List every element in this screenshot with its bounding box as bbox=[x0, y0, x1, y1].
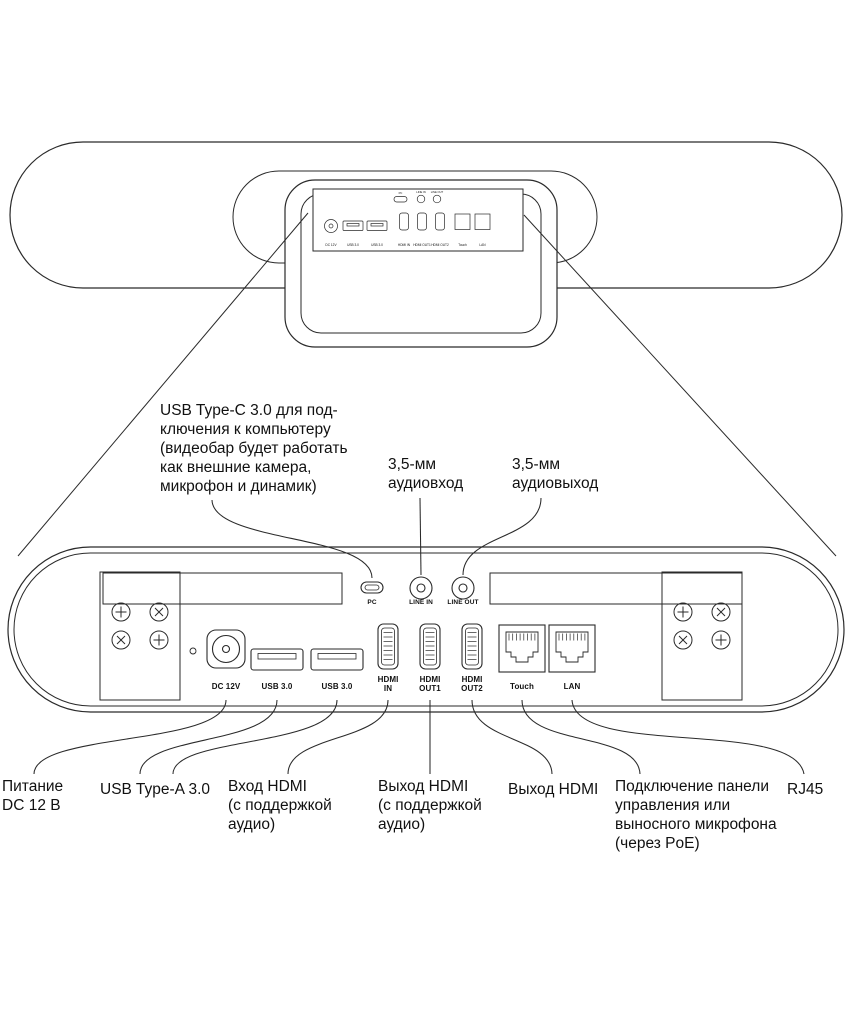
label-hdmi-out2: HDMI OUT2 bbox=[461, 675, 483, 694]
rear-panel bbox=[7, 546, 845, 713]
leader-dc bbox=[33, 699, 227, 775]
zoom-line-left bbox=[17, 212, 309, 557]
videobar-top-view bbox=[9, 141, 843, 348]
label-line-in: LINE IN bbox=[409, 599, 433, 606]
mini-ports bbox=[324, 194, 491, 233]
screw-phillips-icon bbox=[149, 630, 169, 650]
mini-port-panel bbox=[312, 188, 524, 252]
callout-usb-a: USB Type-A 3.0 bbox=[100, 781, 210, 798]
label-hdmi-out1: HDMI OUT1 bbox=[419, 675, 441, 694]
zoom-lines bbox=[17, 212, 837, 557]
mini-hdmi-in-icon bbox=[399, 212, 409, 231]
screws bbox=[111, 602, 731, 650]
callout-audio-out: 3,5-мм аудиовыход bbox=[512, 456, 599, 492]
mini-hdmi-out2-icon bbox=[435, 212, 445, 231]
screw-cross-icon bbox=[711, 602, 731, 622]
screw-phillips-icon bbox=[673, 602, 693, 622]
mini-label-lan: LAN bbox=[479, 243, 486, 247]
mini-port-labels: PC LINE IN LINE OUT DC 12V USB 3.0 USB 3… bbox=[325, 190, 486, 247]
leader-lines-top bbox=[211, 497, 542, 579]
rear-panel-inner-outline bbox=[13, 552, 839, 707]
screw-cross-icon bbox=[149, 602, 169, 622]
callout-hdmi-out2: Выход HDMI bbox=[508, 781, 599, 798]
mini-line-in-icon bbox=[416, 194, 426, 204]
label-line-out: LINE OUT bbox=[447, 599, 479, 606]
mini-usb-a-1-tongue bbox=[346, 223, 360, 227]
mini-label-line-out: LINE OUT bbox=[431, 190, 444, 194]
label-dc: DC 12V bbox=[211, 682, 241, 691]
left-screw-plate bbox=[99, 571, 181, 701]
screw-cross-icon bbox=[673, 630, 693, 650]
dc-power-jack bbox=[206, 629, 246, 669]
screw-phillips-icon bbox=[111, 602, 131, 622]
screw-phillips-icon bbox=[711, 630, 731, 650]
label-pc: PC bbox=[367, 599, 377, 606]
callout-rj45: RJ45 bbox=[787, 781, 824, 798]
mini-label-hdmi-in: HDMI IN bbox=[398, 243, 411, 247]
leader-hdmi-out2 bbox=[471, 699, 553, 775]
mini-dc-pin-icon bbox=[328, 223, 334, 229]
mini-hdmi-out1-icon bbox=[417, 212, 427, 231]
callout-power: Питание DC 12 В bbox=[2, 778, 64, 814]
leader-line-out bbox=[462, 497, 542, 576]
callout-audio-in: 3,5-мм аудиовход bbox=[388, 456, 464, 492]
mini-label-hdmi-out1: HDMI OUT1 bbox=[413, 243, 431, 247]
leader-hdmi-in bbox=[287, 699, 389, 775]
leader-touch bbox=[521, 699, 641, 775]
mini-usb-c-icon bbox=[393, 196, 408, 203]
callout-touch: Подключение панели управления или выносн… bbox=[615, 778, 777, 852]
mini-label-touch: Touch bbox=[458, 243, 467, 247]
led-indicator bbox=[189, 647, 197, 655]
label-hdmi-in: HDMI IN bbox=[377, 675, 399, 694]
usb-c-pc-port bbox=[360, 581, 384, 594]
hdmi-out1-port bbox=[419, 623, 441, 670]
mini-label-line-in: LINE IN bbox=[416, 190, 425, 194]
rear-panel-outer-outline bbox=[7, 546, 845, 713]
mini-dc-jack-icon bbox=[324, 219, 338, 233]
usb-a-port-1 bbox=[250, 648, 304, 671]
mini-usb-a-1-icon bbox=[342, 220, 364, 231]
callout-hdmi-in: Вход HDMI (с поддержкой аудио) bbox=[228, 778, 332, 833]
leader-lan bbox=[571, 699, 805, 775]
leader-line-in bbox=[419, 497, 422, 576]
leader-usb-c bbox=[211, 499, 373, 579]
label-usb-1: USB 3.0 bbox=[261, 682, 293, 691]
mini-label-usb2: USB 3.0 bbox=[371, 243, 383, 247]
leader-lines-bottom bbox=[33, 699, 805, 775]
line-in-jack bbox=[409, 576, 433, 600]
rj45-touch-port bbox=[498, 624, 546, 673]
line-out-jack bbox=[451, 576, 475, 600]
right-screw-plate bbox=[661, 571, 743, 701]
screw-cross-icon bbox=[111, 630, 131, 650]
zoom-line-right bbox=[523, 214, 837, 557]
mini-label-dc: DC 12V bbox=[325, 243, 337, 247]
mini-rj45-lan-icon bbox=[474, 213, 491, 230]
left-vent-plate bbox=[102, 572, 343, 605]
mini-usb-a-2-tongue bbox=[370, 223, 384, 227]
rj45-lan-port bbox=[548, 624, 596, 673]
label-lan: LAN bbox=[563, 682, 581, 691]
leader-usb2 bbox=[172, 699, 338, 775]
label-touch: Touch bbox=[510, 682, 534, 691]
connectors bbox=[189, 576, 596, 673]
callout-usb-c: USB Type-C 3.0 для под- ключения к компь… bbox=[160, 402, 348, 495]
hdmi-in-port bbox=[377, 623, 399, 670]
mini-usb-a-2-icon bbox=[366, 220, 388, 231]
hdmi-out2-port bbox=[461, 623, 483, 670]
mini-label-usb1: USB 3.0 bbox=[347, 243, 359, 247]
callout-hdmi-out1: Выход HDMI (с поддержкой аудио) bbox=[378, 778, 482, 833]
leader-usb1 bbox=[139, 699, 278, 775]
right-vent-plate bbox=[489, 572, 743, 605]
label-usb-2: USB 3.0 bbox=[321, 682, 353, 691]
mini-rj45-touch-icon bbox=[454, 213, 471, 230]
usb-a-port-2 bbox=[310, 648, 364, 671]
mini-line-out-icon bbox=[432, 194, 442, 204]
mini-label-pc: PC bbox=[399, 191, 403, 195]
mini-label-hdmi-out2: HDMI OUT2 bbox=[431, 243, 449, 247]
